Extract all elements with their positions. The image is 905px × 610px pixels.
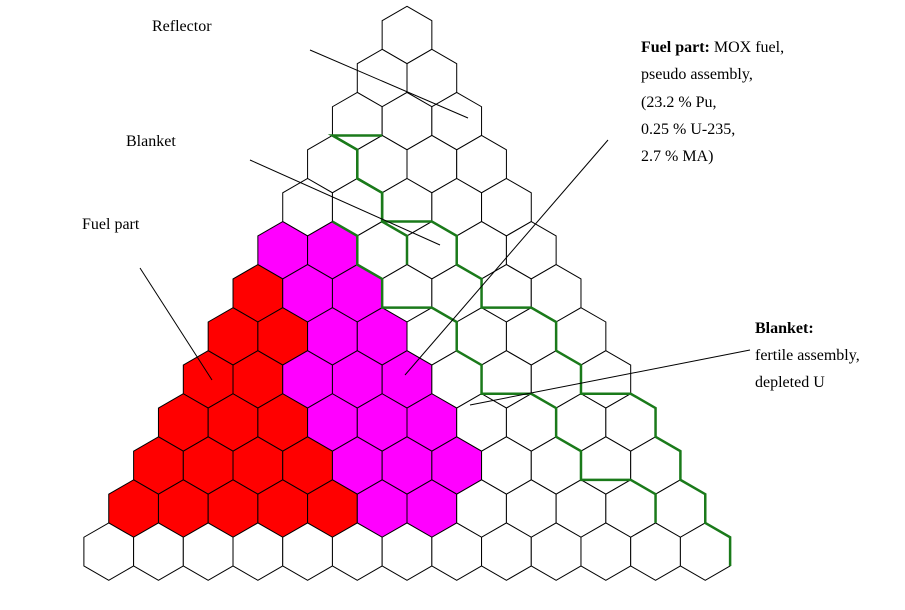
fuel-part-label: Fuel part	[82, 216, 140, 233]
reflector-label: Reflector	[152, 18, 212, 35]
leader-reflector	[309, 49, 469, 119]
fuel-note-line3: (23.2 % Pu,	[641, 94, 717, 111]
fuel-part-note: Fuel part: MOX fuel, pseudo assembly, (2…	[641, 39, 784, 165]
boundary-fuel-blanket	[331, 220, 657, 523]
green-zone-boundary	[327, 134, 732, 566]
leader-blanket-note	[469, 349, 751, 406]
blanket-note-line3: depleted U	[755, 374, 825, 391]
hex-lattice	[83, 5, 731, 581]
leader-lines	[139, 49, 751, 406]
svg-text:Fuel part: MOX fuel,: Fuel part: MOX fuel,	[641, 39, 784, 56]
fuel-note-line4: 0.25 % U-235,	[641, 121, 735, 138]
fuel-note-line1: MOX fuel,	[710, 39, 784, 56]
boundary-reflector-right	[331, 134, 732, 566]
blanket-note: Blanket: fertile assembly, depleted U	[755, 320, 860, 391]
leader-fuel-part	[139, 267, 213, 381]
leader-blanket	[249, 159, 441, 246]
blanket-note-line2: fertile assembly,	[755, 347, 860, 364]
fuel-note-line2: pseudo assembly,	[641, 66, 753, 83]
fuel-note-line5: 2.7 % MA)	[641, 148, 713, 165]
fuel-note-title: Fuel part:	[641, 39, 710, 56]
blanket-label: Blanket	[126, 133, 176, 150]
blanket-note-title: Blanket:	[755, 320, 814, 337]
leader-fuel-note	[404, 139, 609, 376]
